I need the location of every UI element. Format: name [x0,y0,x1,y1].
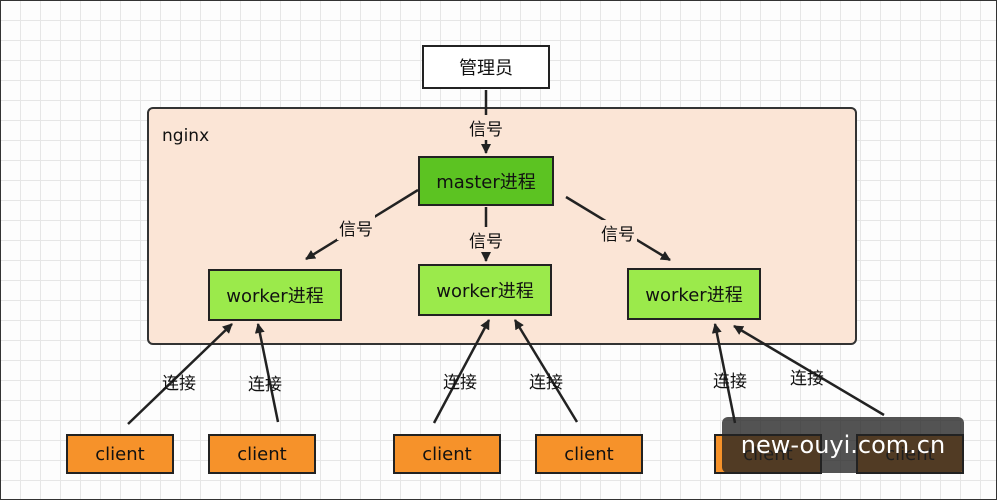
edge-client-1-worker-1 [127,323,233,425]
worker-process-node: worker进程 [418,264,552,316]
client-node: client [535,434,643,474]
signal-label: 信号 [467,115,505,140]
nginx-label: nginx [162,126,210,146]
signal-label: 信号 [337,215,375,240]
watermark: new-ouyi.com.cn [722,417,964,473]
connect-label: 连接 [162,374,196,394]
signal-label: 信号 [467,227,505,252]
client-node: client [208,434,316,474]
connect-label: 连接 [529,373,563,393]
signal-label: 信号 [599,220,637,245]
worker-process-node: worker进程 [208,269,342,321]
connect-label: 连接 [790,369,824,389]
admin-node: 管理员 [422,45,550,89]
connect-label: 连接 [443,373,477,393]
edge-client-6-worker-3 [733,324,885,417]
edge-client-2-worker-1 [254,323,280,423]
connect-label: 连接 [713,372,747,392]
edge-client-3-worker-2 [432,319,491,424]
connect-label: 连接 [248,375,282,395]
client-node: client [66,434,174,474]
edge-client-5-worker-3 [711,323,737,424]
master-process-node: master进程 [418,156,554,206]
edge-client-4-worker-2 [513,319,579,423]
client-node: client [393,434,501,474]
worker-process-node: worker进程 [627,268,761,320]
